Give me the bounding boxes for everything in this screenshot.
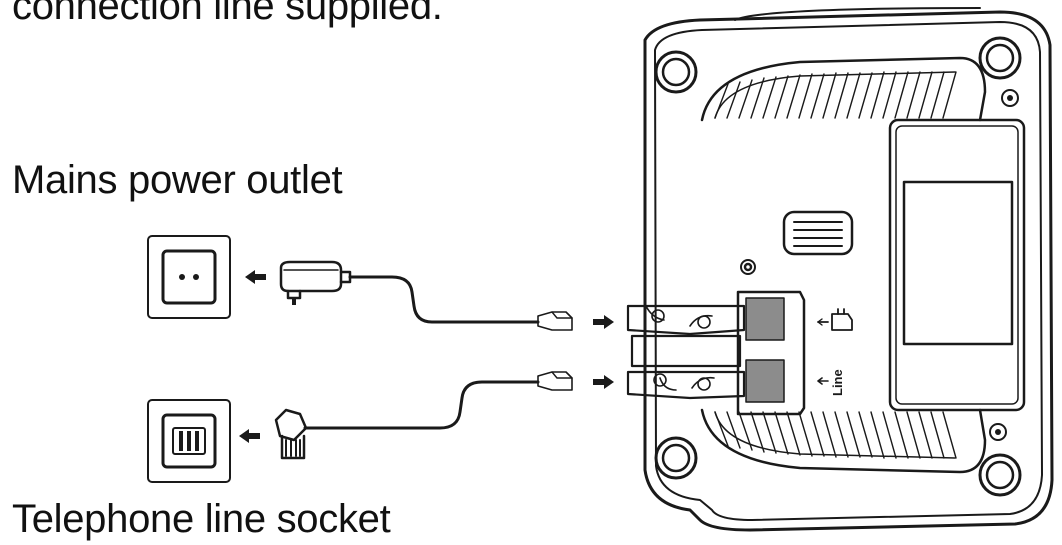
telephone-line-socket: [147, 399, 231, 483]
telephone-line-connector: [537, 371, 573, 391]
line-port-label: Line: [830, 369, 845, 396]
rubber-foot: [654, 436, 698, 480]
power-plug-connector: [537, 311, 573, 331]
mains-power-outlet-label: Mains power outlet: [12, 158, 343, 202]
vent-grille: [782, 210, 854, 256]
arrow-icon: [239, 429, 260, 443]
line-port-arrow-icon: [817, 377, 829, 385]
arrow-icon: [593, 315, 614, 329]
telephone-line-plug: [274, 408, 308, 460]
power-adapter: [279, 260, 352, 305]
telephone-line-socket-label: Telephone line socket: [12, 497, 391, 541]
arrow-icon: [593, 375, 614, 389]
mains-power-outlet: [147, 235, 231, 319]
header-text: connection line supplied.: [12, 0, 443, 28]
power-plug-icon: [817, 308, 853, 331]
rubber-foot: [978, 453, 1022, 497]
connector-panel: [736, 290, 806, 416]
rubber-foot: [654, 50, 698, 94]
line-port: [745, 359, 785, 403]
power-port: [745, 297, 785, 341]
cable-guide: [626, 304, 746, 400]
telephone-line-cable: [303, 380, 540, 430]
power-cable: [348, 275, 540, 324]
arrow-icon: [245, 270, 266, 284]
telephone-base-unit: [626, 7, 1054, 532]
rubber-foot: [978, 36, 1022, 80]
battery-compartment: [888, 118, 1026, 412]
